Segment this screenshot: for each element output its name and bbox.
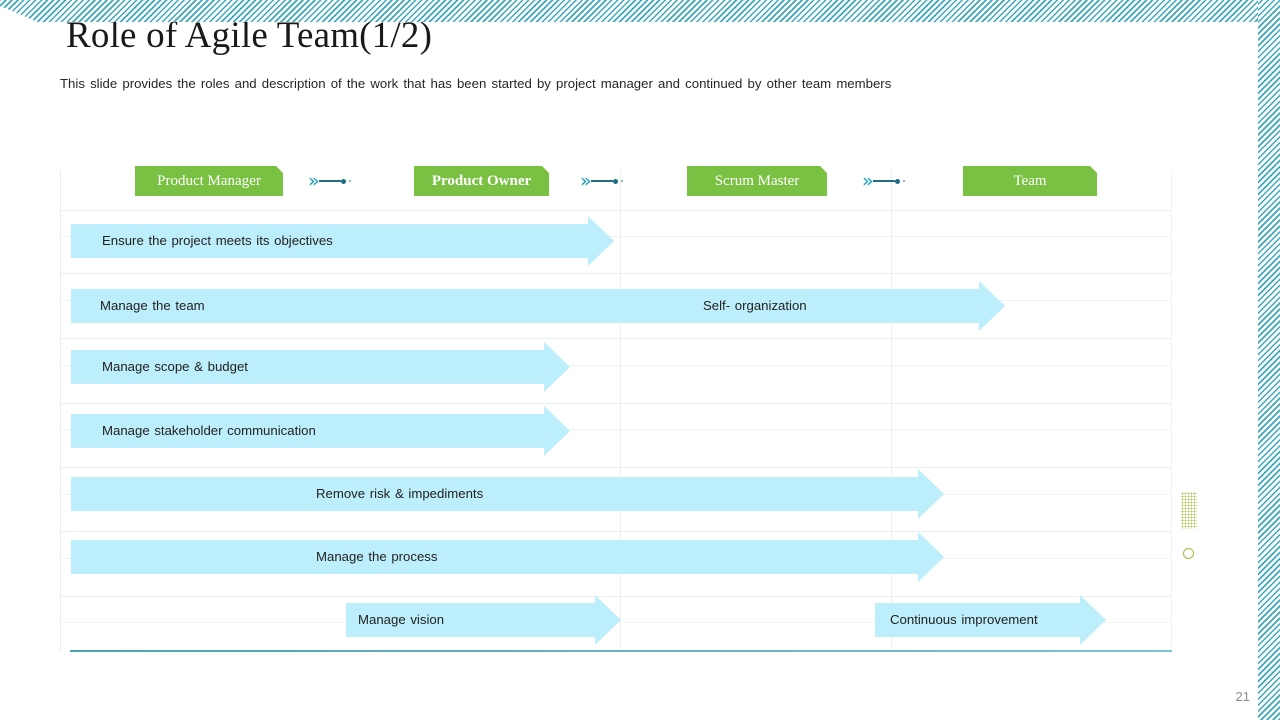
arrow-head-icon [918, 532, 944, 582]
connector-line [318, 180, 341, 182]
task-arrow-band[interactable] [71, 532, 944, 582]
grid-row-line-3 [60, 273, 1172, 274]
connector-line [872, 180, 895, 182]
task-arrow-band[interactable] [346, 595, 621, 645]
connector-dot-icon [340, 178, 346, 184]
task-arrow-band[interactable] [875, 595, 1106, 645]
circle-outline-decoration [1183, 548, 1194, 559]
grid-row-line-8 [60, 429, 1172, 430]
connector-dot-icon [894, 178, 900, 184]
grid-row-line-11 [60, 531, 1172, 532]
task-band-label: Manage the team [100, 298, 205, 313]
grid-row-line-7 [60, 403, 1172, 404]
grid-row-line-2 [60, 236, 1172, 237]
double-chevron-right-icon: » [308, 169, 320, 192]
task-band-label: Ensure the project meets its objectives [102, 233, 333, 248]
right-stripe-decoration [1258, 0, 1280, 720]
double-chevron-right-icon: » [580, 169, 592, 192]
connector-tick [348, 180, 351, 182]
connector-dot-icon [612, 178, 618, 184]
task-arrow-band[interactable] [71, 281, 1005, 331]
task-band-label: Manage stakeholder communication [102, 423, 316, 438]
task-arrow-band[interactable] [71, 216, 614, 266]
task-arrow-band[interactable] [71, 342, 570, 392]
page-number: 21 [1235, 689, 1250, 704]
connector-po-to-sm: » [580, 169, 623, 192]
arrow-head-icon [588, 216, 614, 266]
grid-left-border [60, 170, 61, 651]
top-stripe-decoration [0, 0, 1280, 22]
connector-tick [620, 180, 623, 182]
arrow-head-icon [595, 595, 621, 645]
role-chip-product-owner[interactable]: Product Owner [414, 166, 549, 196]
task-band-label: Manage scope & budget [102, 359, 248, 374]
task-arrow-band[interactable] [71, 469, 944, 519]
grid-bottom-rule [70, 650, 1172, 652]
arrow-head-icon [1080, 595, 1106, 645]
arrow-head-icon [979, 281, 1005, 331]
connector-tick [902, 180, 905, 182]
grid-right-border [1171, 170, 1172, 651]
task-band-label: Manage the process [316, 549, 438, 564]
task-band-label: Self- organization [703, 298, 807, 313]
grid-row-line-5 [60, 338, 1172, 339]
grid-row-line-1 [60, 210, 1172, 211]
arrow-head-icon [918, 469, 944, 519]
role-chip-product-manager[interactable]: Product Manager [135, 166, 283, 196]
role-chip-team[interactable]: Team [963, 166, 1097, 196]
arrow-head-icon [544, 342, 570, 392]
connector-sm-to-team: » [862, 169, 905, 192]
connector-pm-to-po: » [308, 169, 351, 192]
grid-row-line-9 [60, 467, 1172, 468]
task-band-label: Continuous improvement [890, 612, 1038, 627]
double-chevron-right-icon: » [862, 169, 874, 192]
grid-row-line-6 [60, 365, 1172, 366]
page-subtitle: This slide provides the roles and descri… [60, 76, 892, 91]
dotted-square-decoration [1181, 492, 1197, 529]
task-arrow-band[interactable] [71, 406, 570, 456]
task-band-label: Remove risk & impediments [316, 486, 484, 501]
task-band-label: Manage vision [358, 612, 445, 627]
grid-column-line-2 [891, 170, 892, 651]
connector-line [590, 180, 613, 182]
grid-column-line-1 [620, 170, 621, 651]
role-chip-scrum-master[interactable]: Scrum Master [687, 166, 827, 196]
arrow-head-icon [544, 406, 570, 456]
